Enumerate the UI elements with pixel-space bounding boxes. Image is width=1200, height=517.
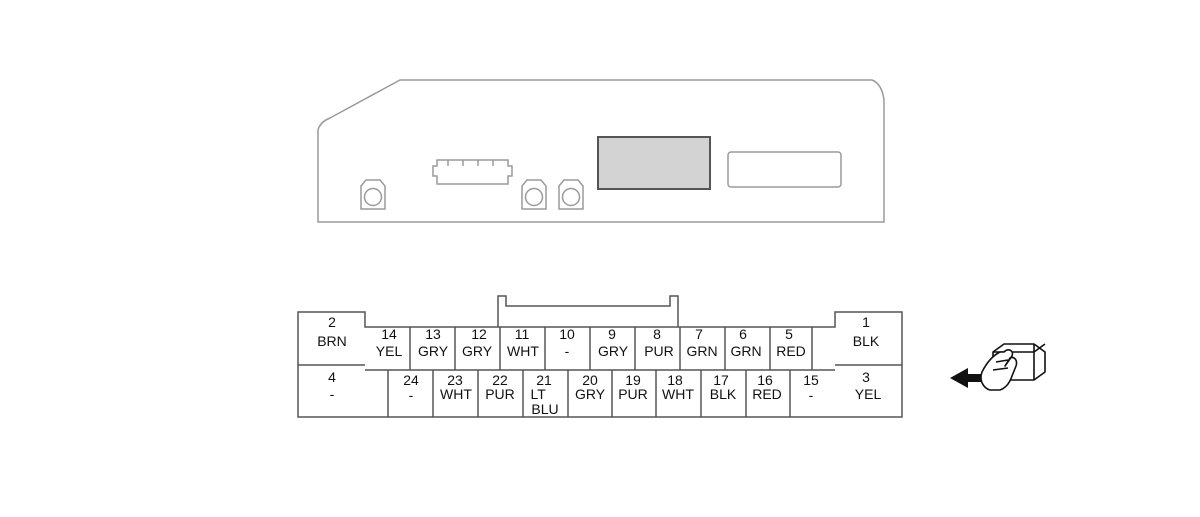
pin-color: YEL [376, 343, 403, 359]
pin-color: WHT [662, 386, 694, 402]
pin-number: 24 [403, 372, 419, 388]
pin-number: 17 [713, 372, 729, 388]
pin-number: 21 [536, 372, 552, 388]
component-housing [317, 79, 885, 223]
display-window [597, 136, 711, 190]
hand-pointing-connector-icon [950, 343, 1046, 391]
pin-number: 16 [757, 372, 773, 388]
connector-face [297, 295, 903, 418]
pin-color: - [409, 387, 414, 403]
pin-number: 20 [582, 372, 598, 388]
pin-19: 19 PUR [618, 372, 648, 402]
pin-7: 7 GRN [686, 326, 717, 359]
socket-middle-b [558, 179, 584, 210]
header-socket [432, 159, 513, 185]
pin-16: 16 RED [752, 372, 782, 402]
pin-color: PUR [618, 386, 648, 402]
pin-1: 1 BLK [853, 314, 880, 349]
pin-21: 21 LT BLU [531, 372, 559, 417]
pin-number: 22 [492, 372, 508, 388]
pin-color: - [809, 387, 814, 403]
pin-20: 20 GRY [575, 372, 606, 402]
pin-color: GRN [730, 343, 761, 359]
pin-color: - [330, 386, 335, 402]
pin-11: 11 WHT [507, 326, 539, 359]
pin-8: 8 PUR [644, 326, 674, 359]
pin-15: 15 - [803, 372, 819, 403]
pin-color: GRN [686, 343, 717, 359]
pin-number: 3 [862, 369, 870, 385]
pin-color: BLK [853, 333, 880, 349]
pin-number: 5 [785, 326, 793, 342]
pin-color: - [565, 343, 570, 359]
pin-color: GRY [598, 343, 629, 359]
pin-10: 10 - [559, 326, 575, 359]
pin-number: 13 [425, 326, 441, 342]
pin-number: 23 [447, 372, 463, 388]
pin-6: 6 GRN [730, 326, 761, 359]
pin-3: 3 YEL [855, 369, 882, 402]
pin-5: 5 RED [776, 326, 806, 359]
pin-17: 17 BLK [710, 372, 737, 402]
pin-number: 11 [515, 326, 530, 342]
pin-14: 14 YEL [376, 326, 403, 359]
pin-13: 13 GRY [418, 326, 449, 359]
housing-outline [317, 79, 885, 223]
pin-number: 18 [667, 372, 683, 388]
pin-color: GRY [418, 343, 449, 359]
pin-number: 14 [381, 326, 397, 342]
pin-2: 2 BRN [317, 314, 347, 349]
pin-number: 4 [328, 369, 336, 385]
pin-18: 18 WHT [662, 372, 694, 402]
pin-color: GRY [575, 386, 606, 402]
pin-number: 1 [862, 314, 870, 330]
pin-color: RED [776, 343, 806, 359]
pin-labels: 1 BLK 2 BRN 3 YEL 4 - 5 RED 6 GRN 7 GRN … [317, 314, 881, 417]
pin-color: RED [752, 386, 782, 402]
card-slot [727, 151, 842, 188]
pin-color: BLK [710, 386, 737, 402]
pin-12: 12 GRY [462, 326, 493, 359]
pin-color: BRN [317, 333, 347, 349]
socket-middle-a [521, 179, 547, 210]
pin-9: 9 GRY [598, 326, 629, 359]
connector-outline [297, 311, 903, 418]
pin-23: 23 WHT [440, 372, 472, 402]
pin-color: WHT [440, 386, 472, 402]
pin-color: PUR [485, 386, 515, 402]
pin-number: 2 [328, 314, 336, 330]
pin-22: 22 PUR [485, 372, 515, 402]
pin-color: PUR [644, 343, 674, 359]
pin-color: LT BLU [531, 386, 559, 417]
pin-number: 12 [471, 326, 487, 342]
locking-tab [497, 295, 679, 327]
pin-number: 19 [625, 372, 641, 388]
pin-color: WHT [507, 343, 539, 359]
pin-color: GRY [462, 343, 493, 359]
pin-4: 4 - [328, 369, 336, 402]
pin-number: 7 [695, 326, 703, 342]
pin-number: 9 [608, 326, 616, 342]
pin-number: 10 [559, 326, 575, 342]
socket-left [360, 179, 386, 210]
pin-number: 6 [739, 326, 747, 342]
pin-number: 8 [653, 326, 661, 342]
pin-number: 15 [803, 372, 819, 388]
pin-color: YEL [855, 386, 882, 402]
pin-24: 24 - [403, 372, 419, 403]
